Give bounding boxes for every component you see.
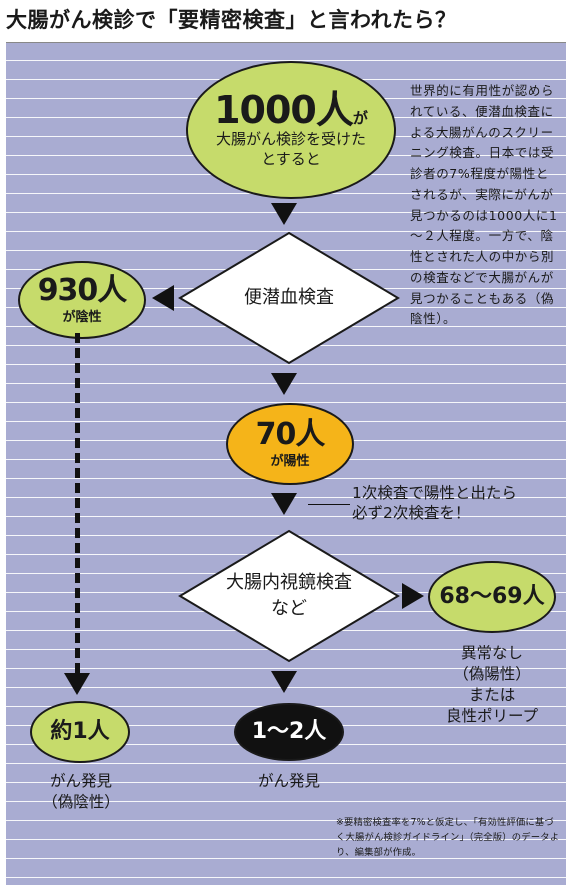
arrow-right-icon [402,583,424,609]
arrow-down-icon [271,671,297,693]
test2-line1: 大腸内視鏡検査 [226,571,352,593]
false-negative-caption: がん発見 （偽陰性） [16,771,146,813]
start-count: 1000人 [214,87,354,132]
false-positive-caption: 異常なし （偽陽性） または 良性ポリープ [422,643,562,727]
positive-label: が陽性 [270,453,310,469]
false-positive-line4: 良性ポリープ [445,706,539,725]
start-headline: 1000人が [214,91,368,129]
flowchart: 1000人が 大腸がん検診を受けた とすると 世界的に有用性が認められている、便… [6,43,566,886]
false-negative-line2: （偽陰性） [42,792,120,811]
cancer-found-line1: がん発見 [257,772,320,790]
false-negative-line1: がん発見 [49,772,112,790]
note-line1: 1次検査で陽性と出たら [352,484,517,502]
false-positive-node: 68～69人 [428,561,556,633]
test1-node: 便潜血検査 [178,231,400,365]
false-positive-line2: （偽陽性） [453,664,531,683]
test2-label: 大腸内視鏡検査 など [178,529,400,663]
dashed-connector [75,333,80,673]
arrow-left-icon [152,285,174,311]
start-node: 1000人が 大腸がん検診を受けた とすると [186,61,396,199]
arrow-down-icon [271,373,297,395]
test1-label: 便潜血検査 [244,286,334,308]
note-leader-line [308,504,350,505]
false-negative-node: 約1人 [30,701,130,763]
arrow-down-icon [271,203,297,225]
positive-count: 70人 [255,416,326,452]
negative-count: 930人 [37,272,128,308]
false-positive-count: 68～69人 [439,584,545,609]
source-footnote: ※要精密検査率を7%と仮定し、「有効性評価に基づく大腸がん検診ガイドライン」（完… [336,817,560,858]
negative-node: 930人 が陰性 [18,261,146,339]
start-line1: 大腸がん検診を受けた [215,129,366,148]
diamond-shape [178,529,400,663]
page-title: 大腸がん検診で「要精密検査」と言われたら？ [6,8,457,32]
note-line2: 必ず2次検査を！ [352,504,471,523]
recheck-note: 1次検査で陽性と出たら 必ず2次検査を！ [352,483,562,523]
start-suffix: が [352,108,368,127]
test2-node: 大腸内視鏡検査 など [178,529,400,663]
diamond-shape [178,231,400,365]
flowchart-panel: 1000人が 大腸がん検診を受けた とすると 世界的に有用性が認められている、便… [6,42,566,885]
arrow-down-icon [64,673,90,695]
false-positive-line3: または [468,685,516,704]
false-positive-line1: 異常なし [460,644,523,662]
arrow-down-icon [271,493,297,515]
test2-line2: など [271,598,307,619]
cancer-found-caption: がん発見 [224,771,354,792]
explanation-text: 世界的に有用性が認められている、便潜血検査による大腸がんのスクリーニング検査。日… [410,83,558,327]
false-negative-count: 約1人 [50,719,110,744]
positive-node: 70人 が陽性 [226,403,354,485]
negative-label: が陰性 [62,309,102,325]
cancer-found-node: 1～2人 [234,703,344,761]
cancer-found-count: 1～2人 [251,719,327,744]
start-line2: とすると [261,150,321,168]
